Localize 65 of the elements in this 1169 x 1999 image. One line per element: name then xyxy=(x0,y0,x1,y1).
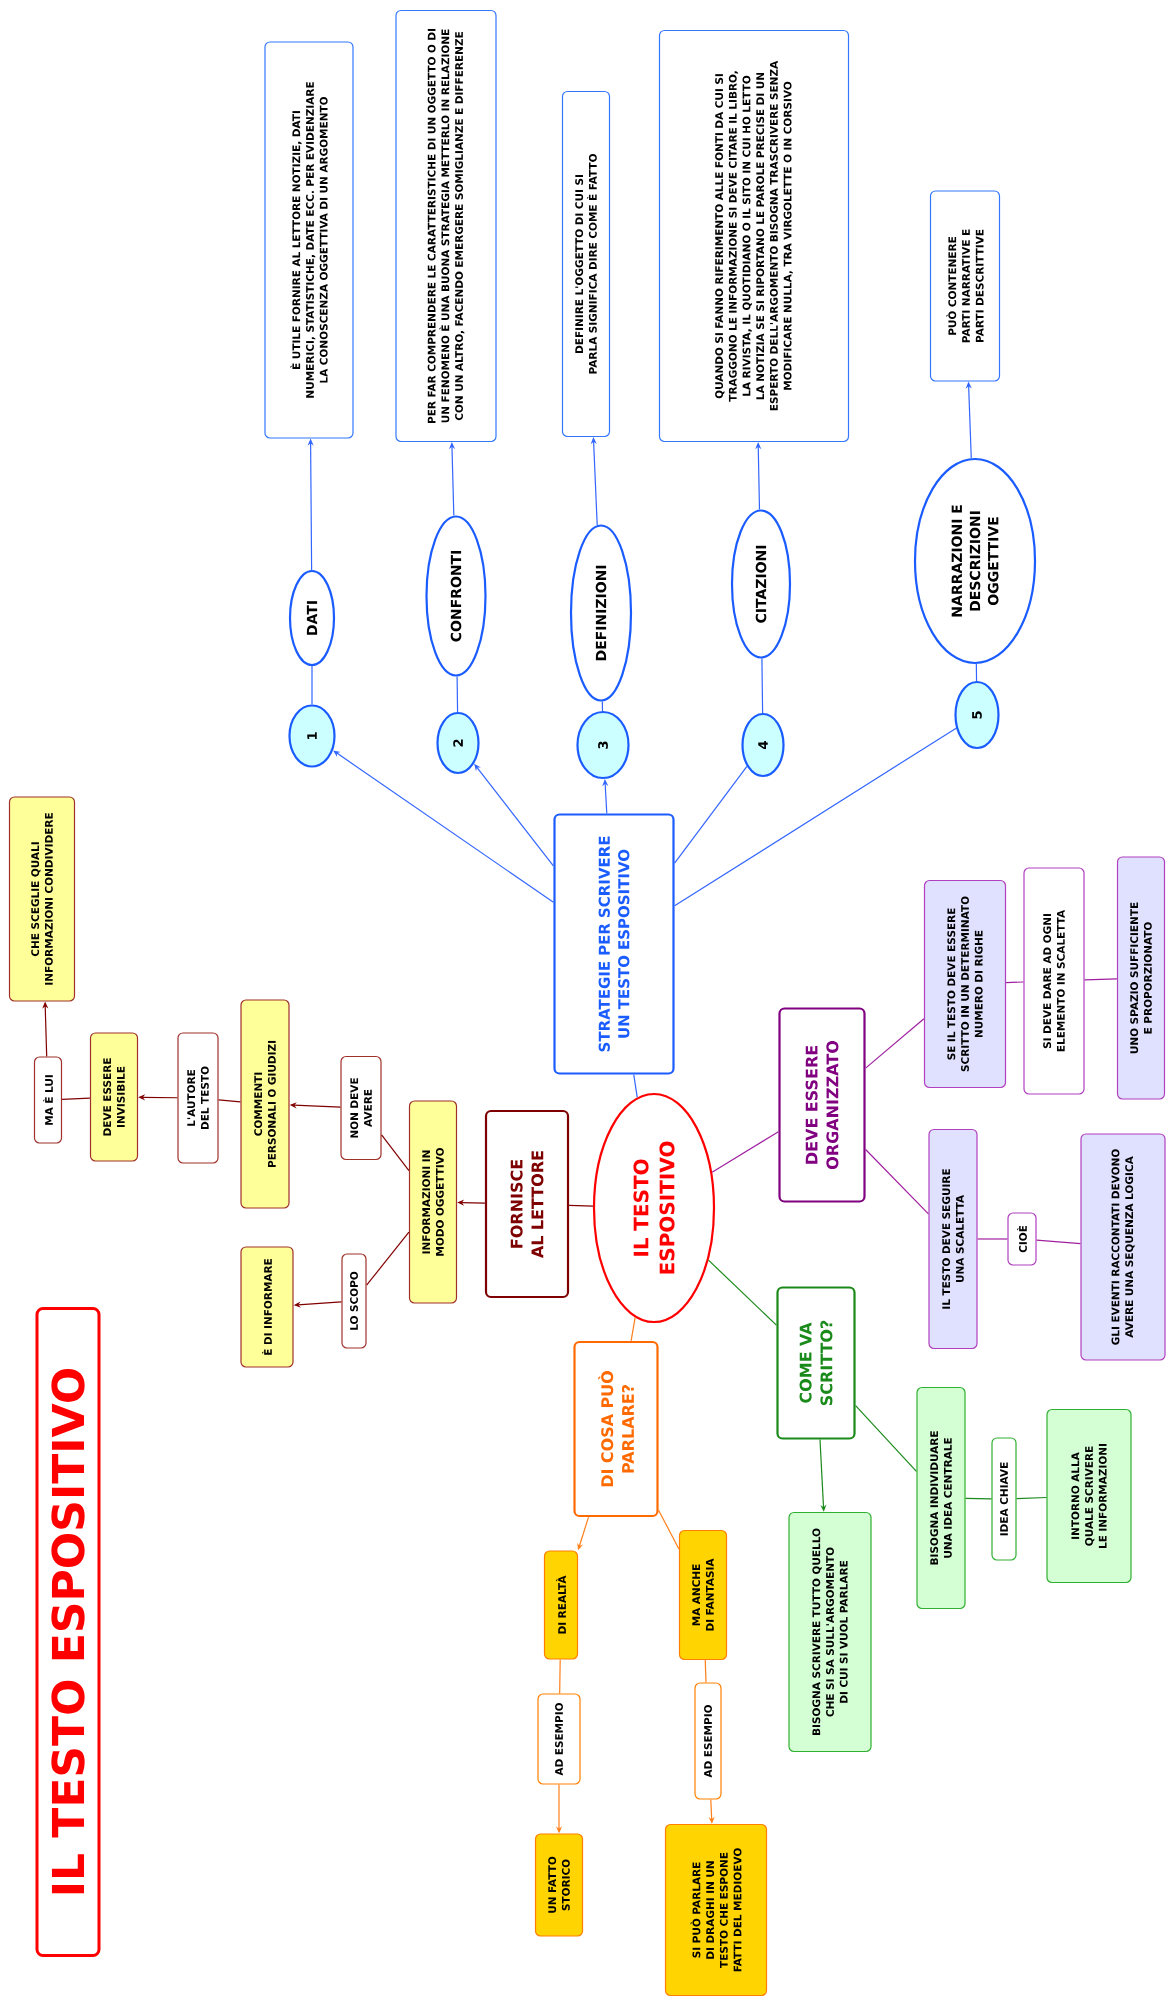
connector-line xyxy=(704,1659,707,1683)
note-box: PUÒ CONTENERE PARTI NARRATIVE E PARTI DESCRITTIVE xyxy=(929,190,1001,382)
note-box: BISOGNA INDIVIDUARE UNA IDEA CENTRALE xyxy=(916,1386,966,1610)
connector-line xyxy=(711,1131,779,1173)
link-box: NON DEVE AVERE xyxy=(340,1055,382,1161)
branch-box: FORNISCE AL LETTORE xyxy=(484,1109,570,1299)
branch-box: DEVE ESSERE ORGANIZZATO xyxy=(778,1007,866,1203)
connector-line xyxy=(865,1018,925,1069)
note-box: INTORNO ALLA QUALE SCRIVERE LE INFORMAZIONI xyxy=(1046,1408,1132,1584)
connector-line xyxy=(568,1204,594,1207)
connector-line xyxy=(965,1497,992,1500)
link-box: L'AUTORE DEL TESTO xyxy=(177,1032,219,1164)
connector-line xyxy=(601,700,604,712)
note-box: CHE SCEGLIE QUALI INFORMAZIONI CONDIVIDERE xyxy=(8,796,76,1002)
note-box: MA ANCHE DI FANTASIA xyxy=(678,1529,728,1661)
link-box: CIOÈ xyxy=(1007,1212,1037,1266)
note-box: UN FATTO STORICO xyxy=(534,1833,584,1937)
note-box: DEVE ESSERE INVISIBILE xyxy=(89,1032,139,1162)
arrow xyxy=(333,750,554,903)
note-box: GLI EVENTI RACCONTATI DEVONO AVERE UNA SEQUENZA LOGICA xyxy=(1080,1133,1166,1361)
connector-line xyxy=(559,1659,561,1694)
note-box: DI REALTÀ xyxy=(543,1550,579,1660)
link-box: SI DEVE DARE AD OGNI ELEMENTO IN SCALETTA xyxy=(1023,867,1085,1095)
note-box: COMMENTI PERSONALI O GIUDIZI xyxy=(240,999,290,1209)
branch-box: DI COSA PUÒ PARLARE? xyxy=(573,1340,659,1518)
connector-line xyxy=(1005,981,1024,984)
connector-line xyxy=(633,1074,638,1098)
note-box: BISOGNA SCRIVERE TUTTO QUELLO CHE SI SA SULL'ARGOMENTO DI CUI SI VUOL PARLARE xyxy=(788,1511,872,1753)
title-box: IL TESTO ESPOSITIVO xyxy=(35,1307,101,1957)
note-box: PER FAR COMPRENDERE LE CARATTERISTICHE DI UN OGGETTO O DI UN FENOMENO È UNA BUONA STRATEGIA METTERLO IN RELAZIONE CON UN ALTRO, FACENDO EMERGERE SOMIGLIANZE E DIFFERENZE xyxy=(395,9,497,443)
note-box: QUANDO SI FANNO RIFERIMENTO ALLE FONTI DA CUI SI TRAGGONO LE INFORMAZIONE SI DEVE CITARE IL LIBRO, LA RIVISTA, IL QUOTIDIANO O IL SITO IN CUI HO LETTO LA NOTIZIA SE SI RIPORTANO LE PAROLE PRECISE DI UN ESPERTO DELL'ARGOMENTO BISOGNA TRASCRIVERE SENZA MODIFICARE NULLA, TRA VIRGOLETTE O IN CORSIVO xyxy=(658,29,850,443)
note-box: DEFINIRE L'OGGETTO DI CUI SI PARLA SIGNIFICA DIRE COME È FATTO xyxy=(561,90,611,438)
connector-line xyxy=(218,1099,241,1103)
note-box: È DI INFORMARE xyxy=(240,1246,294,1368)
note-box: È UTILE FORNIRE AL LETTORE NOTIZIE, DATI NUMERICI, STATISTICHE, DATE ECC. PER EVIDENZIARE LA CONOSCENZA OGGETTIVA DI UN ARGOMENTO xyxy=(264,41,354,439)
connector-line xyxy=(630,1316,636,1342)
connector-line xyxy=(366,1231,410,1286)
connector-line xyxy=(865,1148,929,1215)
link-box: IDEA CHIAVE xyxy=(991,1437,1017,1561)
connector-line xyxy=(61,1097,91,1100)
connector-line xyxy=(1016,1496,1047,1500)
connector-line xyxy=(674,765,748,864)
note-box: SI PUÒ PARLARE DI DRAGHI IN UN TESTO CHE ESPONE FATTI DEL MEDIOEVO xyxy=(664,1823,768,1997)
connector-line xyxy=(977,1238,1008,1240)
note-box: INFORMAZIONI IN MODO OGGETTIVO xyxy=(408,1100,458,1304)
connector-line xyxy=(658,1509,680,1550)
connector-line xyxy=(1084,978,1118,981)
connector-line xyxy=(311,665,313,705)
note-box: SE IL TESTO DEVE ESSERE SCRITTO IN UN DETERMINATO NUMERO DI RIGHE xyxy=(923,879,1007,1089)
branch-box: STRATEGIE PER SCRIVERE UN TESTO ESPOSITIVO xyxy=(553,813,675,1075)
connector-line xyxy=(381,1134,410,1172)
link-box: AD ESEMPIO xyxy=(694,1682,722,1800)
connector-line xyxy=(1036,1239,1081,1245)
note-box: UNO SPAZIO SUFFICIENTE E PROPORZIONATO xyxy=(1116,856,1166,1100)
connector-line xyxy=(707,1259,777,1326)
branch-box: COME VA SCRITTO? xyxy=(776,1286,856,1440)
connector-line xyxy=(855,1405,917,1473)
connector-line xyxy=(674,727,957,907)
connector-line xyxy=(975,663,978,682)
connector-line xyxy=(456,675,459,713)
note-box: IL TESTO DEVE SEGUIRE UNA SCALETTA xyxy=(928,1128,978,1350)
link-box: MA È LUI xyxy=(33,1056,63,1144)
link-box: LO SCOPO xyxy=(341,1253,367,1349)
connector-line xyxy=(761,657,764,714)
link-box: AD ESEMPIO xyxy=(537,1693,581,1785)
